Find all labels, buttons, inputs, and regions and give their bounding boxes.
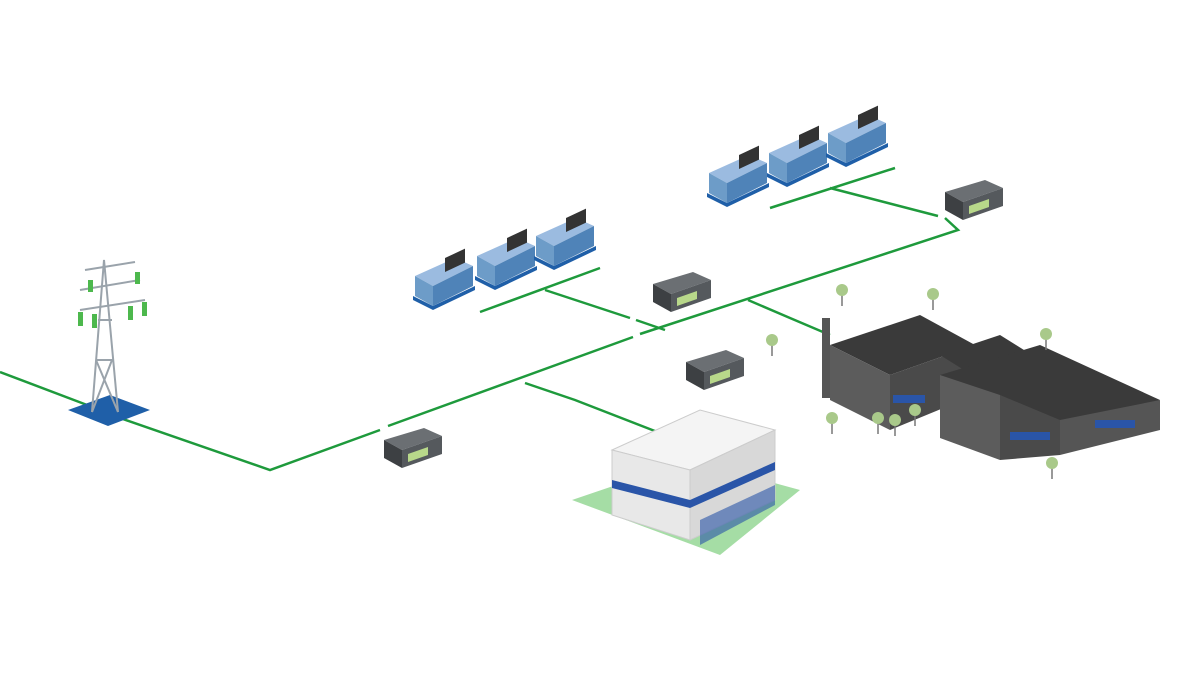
controller-icon — [945, 180, 1003, 220]
tree-icon — [1045, 456, 1059, 480]
power-lines — [0, 166, 961, 472]
factory-branch-line — [747, 298, 831, 337]
generator-icon — [534, 208, 596, 270]
tree-icon — [825, 411, 839, 435]
factory-icon — [822, 315, 1160, 460]
office-building-icon — [572, 409, 800, 555]
transmission-tower-icon — [68, 259, 150, 426]
building-branch-line — [524, 381, 661, 435]
tree-icon — [926, 287, 940, 311]
tree-icon — [765, 333, 779, 357]
gen-group-1-branch-2 — [635, 318, 666, 332]
main-feeder-line — [0, 370, 96, 410]
main-grid-line-3 — [639, 217, 961, 336]
tree-icon — [835, 283, 849, 307]
main-grid-line-2 — [387, 335, 634, 428]
generator-icon — [707, 145, 769, 207]
gen-group-2-branch — [829, 186, 939, 218]
main-grid-line — [119, 416, 381, 472]
generator-icon — [767, 125, 829, 187]
gen-group-1-branch — [544, 288, 631, 320]
controller-icon — [653, 272, 711, 312]
generator-icon — [475, 228, 537, 290]
controller-icon — [384, 428, 442, 468]
generator-icon — [826, 105, 888, 167]
generator-icon — [413, 248, 475, 310]
gen-group-1-line — [479, 266, 601, 314]
controller-icon — [686, 350, 744, 390]
